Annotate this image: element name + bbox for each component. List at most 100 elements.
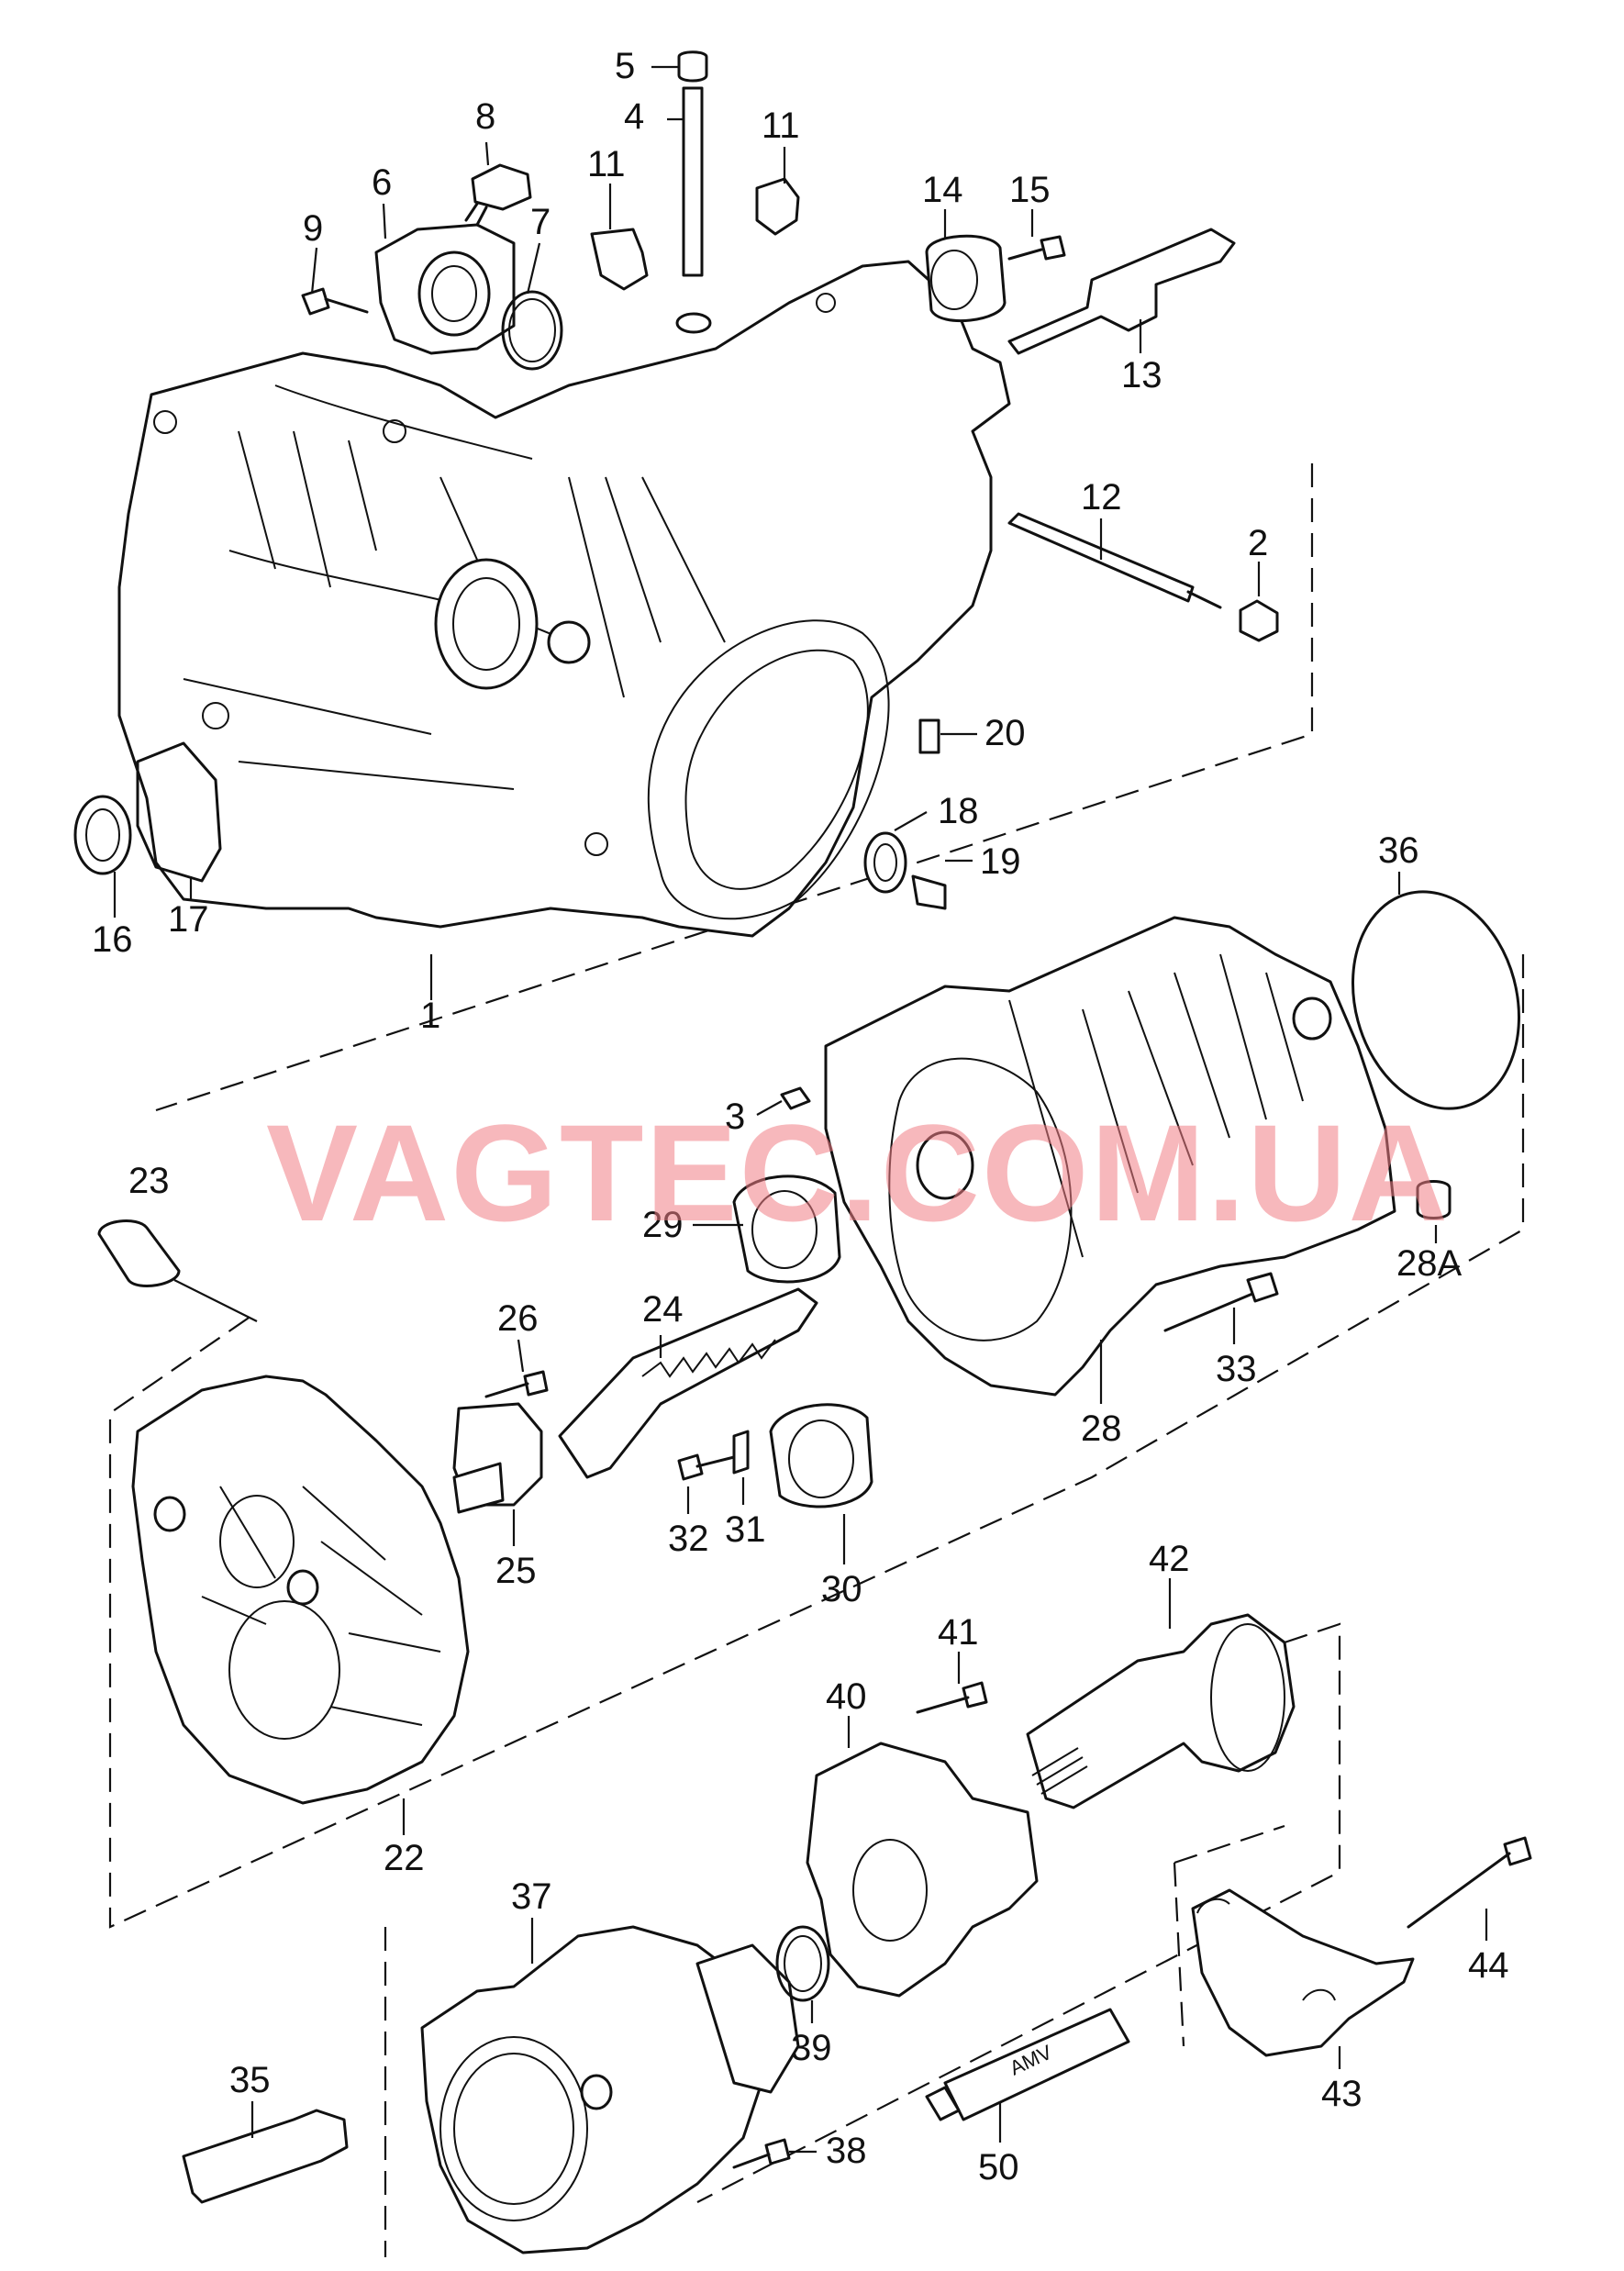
circlip-39-inner bbox=[784, 1935, 822, 1992]
pin-3 bbox=[780, 1086, 811, 1110]
bolt-9 bbox=[301, 287, 330, 316]
housing-flange-hole-3 bbox=[202, 702, 229, 729]
bolt-32-shank bbox=[695, 1455, 736, 1468]
switch-8-stem bbox=[464, 202, 488, 227]
callout-8: 8 bbox=[475, 96, 495, 137]
callout-24: 24 bbox=[642, 1289, 684, 1330]
callout-22: 22 bbox=[384, 1838, 425, 1878]
selector-flange-bore-inner bbox=[431, 265, 477, 322]
callout-3: 3 bbox=[725, 1097, 745, 1137]
group-frame-housing bbox=[155, 463, 1314, 1112]
amv-tube-cap bbox=[925, 2086, 961, 2121]
extension-case-28 bbox=[824, 916, 1396, 1397]
bolt-15-shank bbox=[1007, 248, 1043, 261]
leader-6 bbox=[382, 203, 387, 239]
callout-labels: 1 2 3 4 5 6 7 8 9 11 11 12 13 14 15 16 1… bbox=[92, 46, 1509, 2188]
bearing-30-bore bbox=[788, 1419, 854, 1498]
callout-19: 19 bbox=[980, 841, 1021, 882]
callout-23: 23 bbox=[128, 1161, 170, 1201]
callout-12: 12 bbox=[1081, 477, 1122, 518]
callout-18: 18 bbox=[938, 791, 979, 831]
callout-6: 6 bbox=[372, 162, 392, 203]
bolt-38 bbox=[764, 2138, 791, 2165]
bolt-41-shank bbox=[916, 1696, 970, 1714]
gearbox-housing-group bbox=[73, 50, 1314, 1112]
tail-housing-bore bbox=[439, 2036, 588, 2221]
callout-7: 7 bbox=[530, 202, 551, 242]
shift-rail-13 bbox=[1007, 228, 1236, 355]
callout-2: 2 bbox=[1248, 523, 1268, 563]
clip-31 bbox=[732, 1430, 750, 1475]
housing-flange-hole-2 bbox=[383, 419, 406, 443]
o-ring-7 bbox=[501, 290, 563, 371]
extension-case-ribs bbox=[1008, 953, 1304, 1258]
callout-38: 38 bbox=[826, 2131, 867, 2171]
shaft-12-tip bbox=[1186, 590, 1222, 609]
housing-boss bbox=[547, 620, 591, 664]
flange-25-stub bbox=[452, 1462, 505, 1514]
seal-18 bbox=[863, 831, 907, 894]
plug-11-left bbox=[590, 228, 649, 291]
leader-8 bbox=[484, 141, 490, 166]
callout-44: 44 bbox=[1468, 1945, 1509, 1986]
callout-30: 30 bbox=[821, 1569, 862, 1609]
bolt-19 bbox=[911, 874, 947, 910]
callout-16: 16 bbox=[92, 919, 133, 960]
o-ring-7-inner bbox=[508, 298, 556, 362]
callout-4: 4 bbox=[624, 96, 644, 137]
pin-4 bbox=[682, 86, 704, 277]
callout-37: 37 bbox=[511, 1876, 552, 1917]
tail-housing-snout bbox=[695, 1943, 800, 2094]
leader-26 bbox=[517, 1339, 525, 1373]
front-cover-hole-1 bbox=[153, 1496, 186, 1532]
group-frame-tail bbox=[384, 1622, 1341, 2257]
front-cover-ribs bbox=[201, 1486, 441, 1726]
callout-13: 13 bbox=[1121, 355, 1162, 395]
callout-29: 29 bbox=[642, 1205, 684, 1245]
callout-43: 43 bbox=[1321, 2074, 1363, 2114]
plug-20 bbox=[918, 718, 940, 754]
front-cover-bore-large bbox=[228, 1600, 340, 1740]
callout-35: 35 bbox=[229, 2060, 271, 2100]
bearing-14 bbox=[925, 234, 1007, 322]
heat-shield-43-tabs bbox=[1196, 1898, 1336, 2001]
tail-housing-bore-inner bbox=[453, 2053, 574, 2205]
leader-23-shaft bbox=[173, 1279, 258, 1322]
plug-11-right bbox=[755, 177, 800, 236]
callout-9: 9 bbox=[303, 208, 323, 249]
bearing-14-bore bbox=[930, 250, 978, 310]
callout-41: 41 bbox=[938, 1612, 979, 1653]
bolt-33 bbox=[1246, 1272, 1279, 1303]
tail-housing-group: AMV bbox=[182, 1578, 1532, 2257]
callout-28a: 28A bbox=[1396, 1243, 1462, 1284]
callout-28: 28 bbox=[1081, 1408, 1122, 1449]
callout-17: 17 bbox=[168, 899, 209, 940]
leader-3 bbox=[756, 1100, 783, 1116]
seal-18-inner bbox=[873, 843, 897, 882]
callout-14: 14 bbox=[922, 170, 963, 210]
sleeve-23 bbox=[97, 1219, 181, 1288]
bolt-32 bbox=[677, 1453, 704, 1481]
callout-50: 50 bbox=[978, 2147, 1019, 2188]
callout-40: 40 bbox=[826, 1676, 867, 1717]
bolt-41 bbox=[962, 1681, 988, 1709]
bolt-33-shank bbox=[1163, 1292, 1254, 1332]
leader-18 bbox=[894, 811, 928, 831]
callout-20: 20 bbox=[984, 713, 1026, 753]
callout-5: 5 bbox=[615, 46, 635, 86]
callout-33: 33 bbox=[1216, 1349, 1257, 1389]
callout-15: 15 bbox=[1009, 170, 1051, 210]
amv-sealant-tube: AMV bbox=[925, 2008, 1130, 2121]
group-frame-rear bbox=[108, 954, 1525, 1929]
heat-shield-43 bbox=[1191, 1888, 1415, 2057]
flange-shaft-42-spline bbox=[1031, 1747, 1088, 1795]
extension-case-bell bbox=[888, 1057, 1073, 1341]
callout-25: 25 bbox=[495, 1551, 537, 1591]
bearing-29-bore bbox=[751, 1190, 818, 1269]
housing-flange-hole-1 bbox=[153, 410, 177, 434]
nut-2 bbox=[1239, 599, 1279, 642]
seal-16-inner bbox=[85, 808, 120, 862]
bolt-26-shank bbox=[484, 1382, 529, 1398]
cap-5 bbox=[677, 50, 708, 83]
yoke-40 bbox=[806, 1742, 1039, 1998]
